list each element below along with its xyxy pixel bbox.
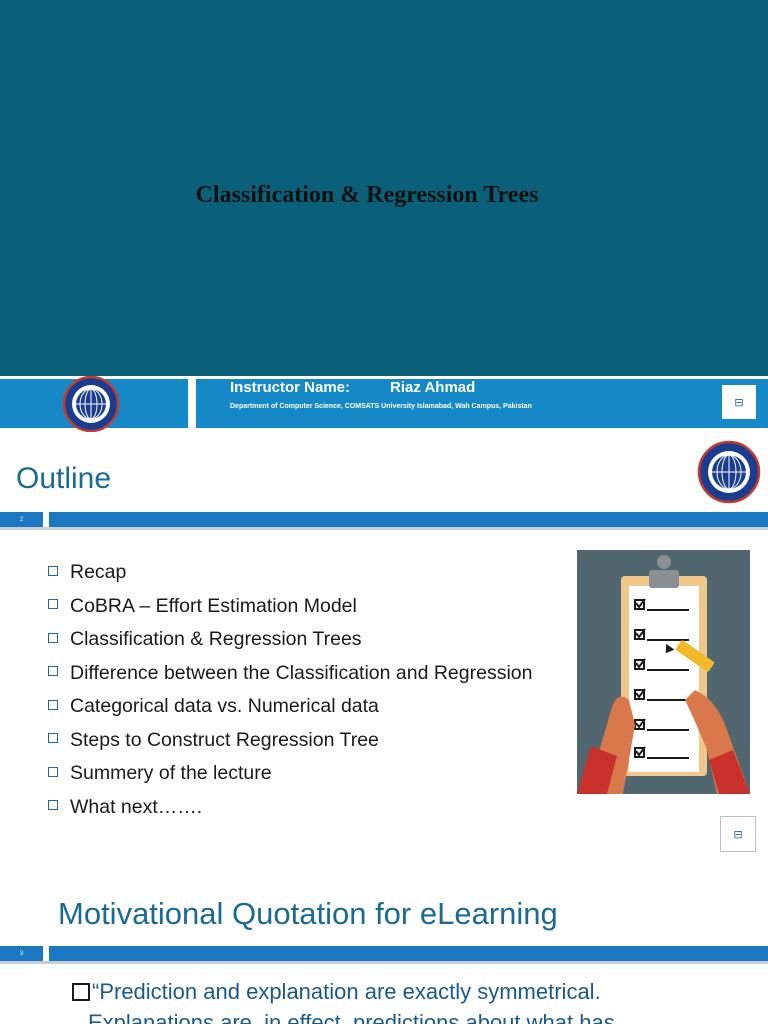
list-item: Categorical data vs. Numerical data bbox=[48, 690, 533, 724]
list-item: CoBRA – Effort Estimation Model bbox=[48, 590, 533, 624]
list-item: Summery of the lecture bbox=[48, 757, 533, 791]
square-bullet-icon bbox=[48, 733, 58, 744]
list-item: What next……. bbox=[48, 791, 533, 825]
slide-number-bar: 2 bbox=[0, 512, 768, 527]
header-rule-shadow bbox=[0, 961, 768, 964]
outline-icon: ⊟ bbox=[733, 828, 743, 841]
slide-number: 2 bbox=[0, 512, 43, 527]
list-item: Recap bbox=[48, 556, 533, 590]
slide-nav-button[interactable]: ⊟ bbox=[722, 385, 756, 419]
department-text: Department of Computer Science, COMSATS … bbox=[230, 403, 532, 410]
slide-number-bar: 3 bbox=[0, 946, 768, 961]
university-logo-small bbox=[697, 440, 761, 504]
university-logo bbox=[62, 376, 120, 432]
list-item: Difference between the Classification an… bbox=[48, 657, 533, 691]
header-rule-shadow bbox=[0, 527, 768, 530]
square-bullet-icon bbox=[48, 699, 58, 710]
list-item: Steps to Construct Regression Tree bbox=[48, 724, 533, 758]
square-bullet-icon bbox=[48, 766, 58, 777]
slide-title: Classification & Regression Trees bbox=[195, 182, 539, 208]
quotation-title: Motivational Quotation for eLearning bbox=[58, 896, 558, 931]
header-rule bbox=[49, 512, 768, 527]
slide-number: 3 bbox=[0, 946, 43, 961]
quotation-line-1: “Prediction and explanation are exactly … bbox=[72, 979, 601, 1005]
square-bullet-icon bbox=[48, 800, 58, 811]
outline-list: Recap CoBRA – Effort Estimation Model Cl… bbox=[48, 556, 533, 824]
logo-panel bbox=[0, 376, 188, 432]
header-rule bbox=[49, 946, 768, 961]
list-item: Classification & Regression Trees bbox=[48, 623, 533, 657]
title-slide-background bbox=[0, 0, 768, 376]
square-bullet-icon bbox=[48, 599, 58, 610]
checklist-illustration bbox=[577, 550, 750, 794]
quotation-line-2: Explanations are, in effect, predictions… bbox=[88, 1010, 615, 1024]
instructor-name: Riaz Ahmad bbox=[390, 379, 476, 396]
square-bullet-icon bbox=[72, 983, 90, 1001]
outline-icon: ⊟ bbox=[734, 396, 744, 409]
square-bullet-icon bbox=[48, 632, 58, 643]
square-bullet-icon bbox=[48, 565, 58, 576]
outline-title: Outline bbox=[16, 462, 112, 495]
square-bullet-icon bbox=[48, 666, 58, 677]
instructor-bar: Instructor Name: Riaz Ahmad Department o… bbox=[196, 379, 768, 428]
instructor-label: Instructor Name: bbox=[230, 379, 351, 396]
slide-nav-button[interactable]: ⊟ bbox=[720, 816, 756, 852]
